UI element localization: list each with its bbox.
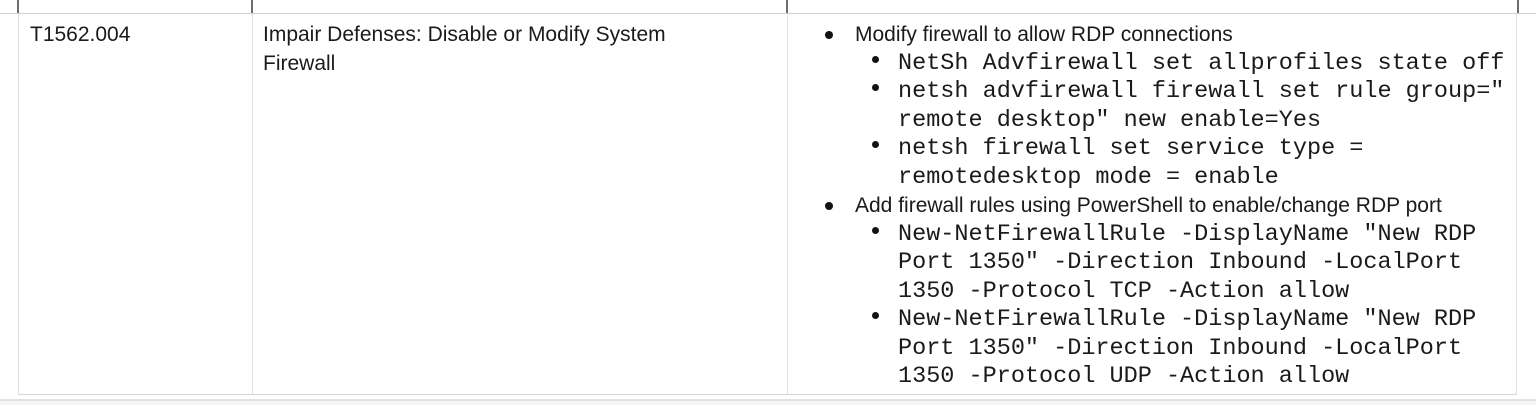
detail-item: Add firewall rules using PowerShell to e… [788, 192, 1516, 221]
bullet-icon [872, 312, 879, 319]
detail-text: Modify firewall to allow RDP connections [855, 23, 1233, 46]
command-text: netsh firewall set service type = remote… [898, 135, 1364, 191]
command-text: New-NetFirewallRule -DisplayName "New RD… [898, 306, 1477, 390]
technique-name-cell: Impair Defenses: Disable or Modify Syste… [253, 14, 788, 394]
row-divider [0, 13, 1536, 14]
bullet-icon [825, 202, 833, 210]
bullet-icon [872, 84, 879, 91]
detail-text: Add firewall rules using PowerShell to e… [855, 194, 1442, 217]
bullet-icon [872, 55, 879, 63]
detail-item: Modify firewall to allow RDP connections [788, 21, 1516, 50]
bullet-icon [872, 226, 879, 234]
column-border [1517, 0, 1519, 13]
column-border [251, 0, 253, 13]
bullet-icon [825, 31, 833, 39]
command-text: netsh advfirewall firewall set rule grou… [898, 78, 1505, 134]
command-item: NetSh Advfirewall set allprofiles state … [788, 50, 1516, 79]
column-border [17, 0, 19, 13]
command-item: New-NetFirewallRule -DisplayName "New RD… [788, 306, 1516, 392]
details-cell: Modify firewall to allow RDP connections… [788, 14, 1516, 394]
technique-id-cell: T1562.004 [19, 14, 253, 394]
command-text: NetSh Advfirewall set allprofiles state … [898, 49, 1505, 77]
command-item: New-NetFirewallRule -DisplayName "New RD… [788, 221, 1516, 307]
command-text: New-NetFirewallRule -DisplayName "New RD… [898, 220, 1477, 305]
technique-id: T1562.004 [30, 23, 131, 46]
bullet-icon [872, 141, 879, 148]
command-item: netsh advfirewall firewall set rule grou… [788, 78, 1516, 135]
technique-table-row: T1562.004 Impair Defenses: Disable or Mo… [18, 14, 1517, 395]
command-item: netsh firewall set service type = remote… [788, 135, 1516, 192]
column-border [786, 0, 788, 13]
technique-name: Impair Defenses: Disable or Modify Syste… [263, 23, 666, 75]
page-bottom-edge [0, 399, 1536, 401]
page-background [0, 401, 1536, 405]
